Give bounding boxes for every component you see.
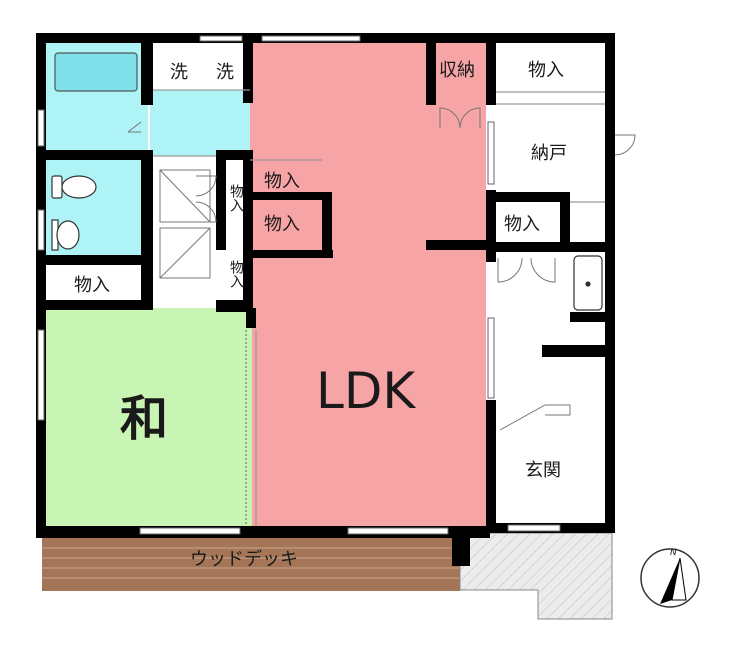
room-label-wash-2: 洗 <box>216 62 234 83</box>
room-label-ldk: LDK <box>316 362 416 420</box>
washitsu-floor <box>45 308 252 528</box>
compass-icon <box>640 548 700 608</box>
wood-deck <box>42 538 460 591</box>
room-label-monoire-left: 物入 <box>74 275 110 296</box>
room-label-monoire-mid-1: 物入 <box>264 171 300 192</box>
shoe-cabinet <box>573 255 603 311</box>
room-label-monoire-right: 物入 <box>504 214 540 235</box>
room-label-shuno: 収納 <box>439 60 475 81</box>
toilet-icon <box>51 175 97 199</box>
room-label-genkan: 玄関 <box>525 460 561 481</box>
sink-icon <box>51 219 80 251</box>
compass-north-label: N <box>670 548 677 558</box>
entrance-porch <box>459 532 613 620</box>
room-label-monoire-vert-1: 物入 <box>228 184 244 212</box>
light-partitions <box>153 89 605 526</box>
utility-fixtures <box>159 169 211 279</box>
room-label-wash-1: 洗 <box>170 62 188 83</box>
room-label-monoire-top-right: 物入 <box>528 60 564 81</box>
bathtub <box>54 52 138 92</box>
room-label-washitsu: 和 <box>120 391 169 447</box>
room-label-monoire-vert-2: 物入 <box>228 260 244 288</box>
washroom-floor <box>150 90 250 156</box>
door-swings <box>127 107 636 431</box>
room-label-deck: ウッドデッキ <box>190 549 298 570</box>
interior-walls <box>36 43 606 528</box>
room-label-monoire-mid-2: 物入 <box>264 214 300 235</box>
ldk-floor <box>250 43 486 528</box>
windows <box>37 35 561 535</box>
room-label-nando: 納戸 <box>531 143 567 164</box>
